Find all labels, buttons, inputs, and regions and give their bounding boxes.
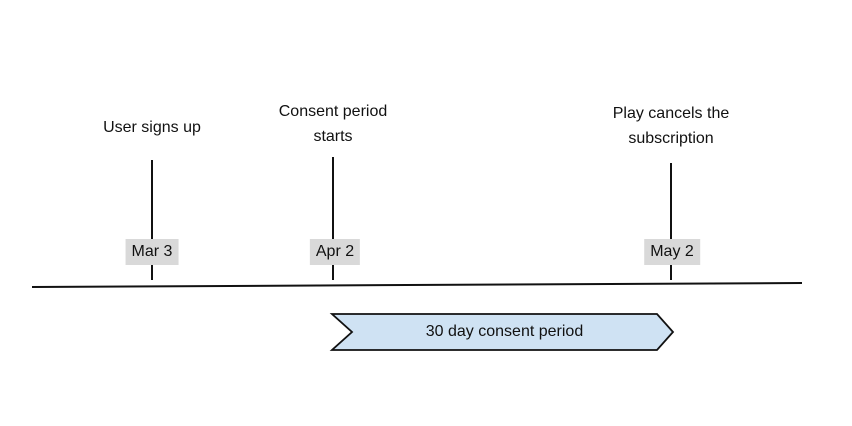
timeline-axis	[31, 282, 803, 288]
date-badge-may-2: May 2	[644, 239, 700, 265]
date-badge-apr-2: Apr 2	[309, 239, 361, 265]
event-label-consent-period-starts: Consent period starts	[278, 103, 388, 145]
event-label-play-cancels-subscription: Play cancels the subscription	[612, 105, 730, 147]
event-label-user-signs-up: User signs up	[103, 119, 201, 136]
consent-period-banner-shape	[329, 313, 675, 351]
date-badge-mar-3: Mar 3	[125, 239, 179, 265]
